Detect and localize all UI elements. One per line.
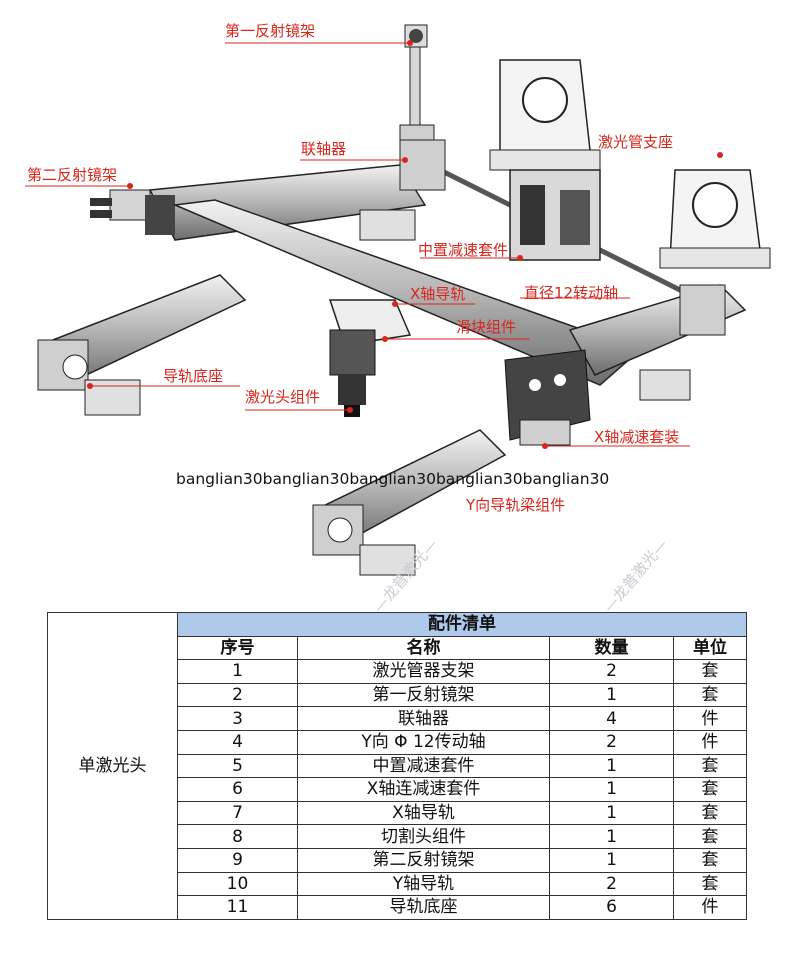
- cell-index: 11: [177, 895, 298, 920]
- cell-name: 第一反射镜架: [297, 682, 550, 708]
- label-mid-reducer: 中置减速套件: [418, 241, 509, 259]
- cell-qty: 1: [549, 847, 674, 873]
- label-laser-head: 激光头组件: [245, 388, 321, 406]
- cell-unit: 件: [673, 706, 747, 731]
- cell-index: 3: [177, 706, 298, 731]
- cell-index: 10: [177, 871, 298, 897]
- second-mirror-mount: [90, 189, 175, 235]
- header-qty: 数量: [549, 635, 674, 661]
- label-slider: 滑块组件: [456, 318, 517, 336]
- cell-unit: 件: [673, 895, 747, 920]
- cell-index: 9: [177, 847, 298, 873]
- cell-qty: 6: [549, 895, 674, 920]
- x-reducer: [504, 349, 591, 446]
- cell-unit: 套: [673, 871, 747, 897]
- label-x-reducer: X轴减速套装: [594, 428, 680, 446]
- header-unit: 单位: [673, 635, 747, 661]
- cell-qty: 1: [549, 682, 674, 708]
- cell-qty: 4: [549, 706, 674, 731]
- header-name: 名称: [297, 635, 550, 661]
- label-x-rail: X轴导轨: [410, 285, 466, 303]
- laser-head: [329, 329, 376, 417]
- cell-index: 6: [177, 777, 298, 802]
- cell-qty: 1: [549, 824, 674, 849]
- label-tube-support: 激光管支座: [598, 133, 674, 151]
- cell-name: 联轴器: [297, 706, 550, 731]
- label-second-mirror: 第二反射镜架: [27, 166, 118, 184]
- cell-unit: 套: [673, 824, 747, 849]
- leader-dots: [87, 40, 723, 449]
- cell-name: 中置减速套件: [297, 753, 550, 779]
- rail-base-right: [639, 369, 691, 401]
- cell-unit: 套: [673, 800, 747, 826]
- leader-lines: [25, 42, 690, 447]
- group-label: 单激光头: [47, 612, 178, 920]
- label-first-mirror: 第一反射镜架: [225, 22, 316, 40]
- cell-index: 8: [177, 824, 298, 849]
- cell-unit: 套: [673, 659, 747, 684]
- label-coupling: 联轴器: [301, 140, 347, 158]
- cell-unit: 套: [673, 682, 747, 708]
- cell-qty: 1: [549, 753, 674, 779]
- rail-base-front: [359, 544, 416, 576]
- rail-base-left: [84, 379, 141, 416]
- gantry-diagram: 第一反射镜架 联轴器 第二反射镜架 激光管支座 中置减速套件 直径12转动轴 X…: [25, 22, 771, 616]
- cell-unit: 套: [673, 847, 747, 873]
- cell-name: X轴连减速套件: [297, 777, 550, 802]
- label-shaft12: 直径12转动轴: [524, 284, 619, 302]
- label-y-beam: Y向导轨梁组件: [466, 496, 566, 514]
- rail-base-back: [359, 209, 416, 241]
- table-title: 配件清单: [177, 612, 747, 637]
- cell-qty: 2: [549, 659, 674, 684]
- cell-name: 激光管器支架: [297, 659, 550, 684]
- cell-index: 4: [177, 729, 298, 755]
- table-header-row: 序号 名称 数量 单位: [48, 635, 747, 661]
- cell-qty: 1: [549, 777, 674, 802]
- label-rail-base: 导轨底座: [163, 367, 224, 385]
- cell-unit: 套: [673, 777, 747, 802]
- cell-name: Y轴导轨: [297, 871, 550, 897]
- laser-tube-support-front: [659, 169, 771, 269]
- watermark-username: banglian30banglian30banglian30banglian30…: [176, 470, 610, 488]
- header-index: 序号: [177, 635, 298, 661]
- mid-reducer: [509, 169, 601, 261]
- first-mirror-mount: [399, 24, 435, 156]
- cell-name: 切割头组件: [297, 824, 550, 849]
- cell-unit: 件: [673, 729, 747, 755]
- cell-index: 7: [177, 800, 298, 826]
- coupling-block: [399, 139, 446, 191]
- cell-name: 第二反射镜架: [297, 847, 550, 873]
- cell-qty: 2: [549, 729, 674, 755]
- cell-qty: 2: [549, 871, 674, 897]
- laser-tube-support-back: [489, 59, 601, 171]
- motor-right: [679, 284, 726, 336]
- cell-index: 2: [177, 682, 298, 708]
- cell-index: 5: [177, 753, 298, 779]
- cell-index: 1: [177, 659, 298, 684]
- cell-name: 导轨底座: [297, 895, 550, 920]
- gantry-drawing: [25, 24, 771, 576]
- cell-qty: 1: [549, 800, 674, 826]
- cell-name: X轴导轨: [297, 800, 550, 826]
- cell-unit: 套: [673, 753, 747, 779]
- cell-name: Y向 Φ 12传动轴: [297, 729, 550, 755]
